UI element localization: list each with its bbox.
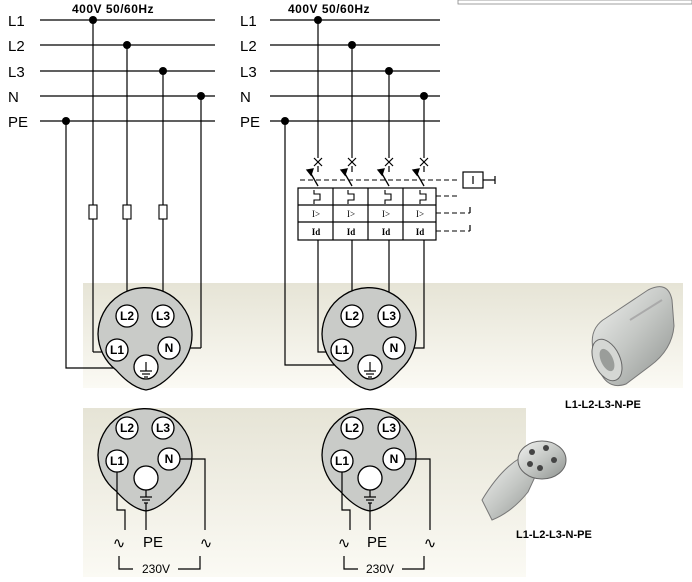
outlet-230v-left: L2 L3 L1 N ∿ PE ∿ 230V [97, 408, 213, 576]
voltage-230-right: 230V [366, 562, 394, 576]
outlet-230v-right: L2 L3 L1 N ∿ PE ∿ 230V [321, 408, 437, 576]
pin-label-n-lower-right: N [390, 452, 399, 466]
overcurrent-labels: I> I> I> I> Id Id Id Id [312, 209, 425, 237]
mechanical-link [300, 179, 470, 232]
voltage-230-left: 230V [142, 562, 170, 576]
bus-label-pe: PE [8, 114, 28, 131]
pin-label-l2: L2 [120, 309, 134, 323]
residual-label-1: Id [312, 227, 321, 237]
overcurrent-label-1: I> [312, 209, 320, 219]
left-fuses [88, 204, 168, 220]
pin-label-l3: L3 [156, 309, 170, 323]
fuse-l2 [122, 204, 132, 220]
bus-label-l3: L3 [8, 64, 25, 81]
pin-label-l3-lower-left: L3 [156, 421, 170, 435]
fuse-l3 [158, 204, 168, 220]
contactor-contacts [313, 157, 429, 172]
pin-label-l2-lower-left: L2 [120, 421, 134, 435]
phase-symbol-left: ∿ [113, 535, 126, 552]
earth-icon [364, 362, 376, 378]
pin-label-n-right: N [390, 341, 399, 355]
left-socket: L2 L3 L1 N [97, 287, 193, 391]
bus-label-pe-right: PE [240, 114, 260, 131]
right-busbars [270, 19, 440, 122]
overcurrent-label-4: I> [416, 209, 424, 219]
phase-symbol-right: ∿ [338, 535, 351, 552]
earth-icon [140, 362, 152, 378]
fuse-l1 [88, 204, 98, 220]
plug-caption: L1-L2-L3-N-PE [516, 529, 592, 541]
pin-label-l1-lower-left: L1 [110, 454, 124, 468]
bus-label-l2-right: L2 [240, 38, 257, 55]
right-voltage-label: 400V 50/60Hz [288, 2, 370, 16]
test-button-icon [462, 171, 496, 231]
overcurrent-label-2: I> [347, 209, 355, 219]
left-junctions [62, 16, 205, 125]
right-socket: L2 L3 L1 N [321, 287, 417, 391]
bus-label-l1: L1 [8, 13, 25, 30]
pin-label-l1: L1 [110, 343, 124, 357]
pin-label-l1-lower-right: L1 [335, 454, 349, 468]
pin-label-n-lower-left: N [165, 452, 174, 466]
bus-label-l3-right: L3 [240, 64, 257, 81]
overcurrent-label-3: I> [382, 209, 390, 219]
bus-label-n-right: N [240, 89, 251, 106]
legend-box-edge [457, 0, 692, 5]
left-voltage-label: 400V 50/60Hz [72, 2, 154, 16]
right-bus-labels: L1 L2 L3 N PE [240, 13, 260, 131]
pin-label-l1-right: L1 [335, 343, 349, 357]
switch-blades [305, 168, 425, 187]
neutral-symbol-left: ∿ [200, 535, 213, 552]
thermal-elements [313, 190, 427, 204]
bus-label-l2: L2 [8, 38, 25, 55]
plug-connector-icon [481, 440, 567, 521]
neutral-symbol-right: ∿ [424, 535, 437, 552]
pin-label-l2-lower-right: L2 [345, 421, 359, 435]
rcbo-block [297, 187, 437, 241]
residual-label-4: Id [416, 227, 425, 237]
pin-label-l2-right: L2 [345, 309, 359, 323]
pin-label-l3-right: L3 [382, 309, 396, 323]
pe-label-left: PE [143, 534, 163, 551]
bus-label-n: N [8, 89, 19, 106]
left-bus-labels: L1 L2 L3 N PE [8, 13, 28, 131]
socket-caption: L1-L2-L3-N-PE [565, 399, 641, 411]
residual-label-3: Id [382, 227, 391, 237]
pe-label-right: PE [367, 534, 387, 551]
socket-connector-icon [591, 286, 675, 386]
pin-label-n: N [165, 341, 174, 355]
right-junctions [281, 16, 428, 125]
bus-label-l1-right: L1 [240, 13, 257, 30]
pin-label-l3-lower-right: L3 [382, 421, 396, 435]
residual-label-2: Id [347, 227, 356, 237]
